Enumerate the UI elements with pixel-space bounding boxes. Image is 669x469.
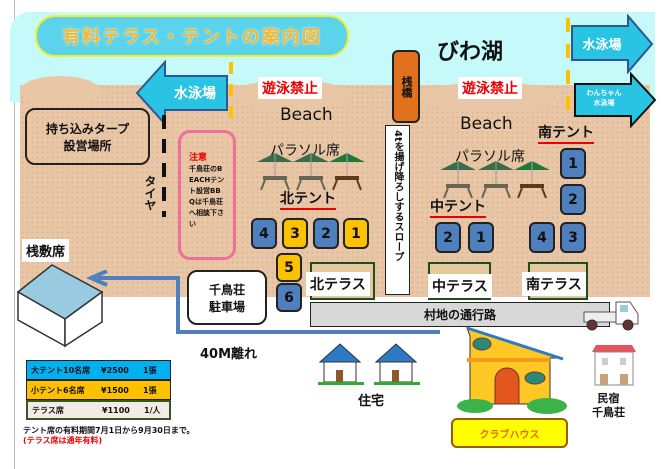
- north-tent-3[interactable]: 3: [282, 218, 308, 249]
- distance-label: 40M離れ: [200, 347, 258, 362]
- price-unit: 1張: [143, 385, 157, 395]
- parasol-icon: [257, 153, 293, 191]
- houses-label: 住宅: [358, 394, 385, 409]
- price-unit: 1張: [143, 365, 157, 375]
- north-terrace-label: 北テラス: [306, 272, 370, 296]
- minshuku-label: 民宿 千鳥荘: [592, 392, 625, 420]
- price-name: 大テント10名席: [31, 365, 91, 375]
- buoy-line-right: [566, 18, 570, 112]
- north-tent-label: 北テント: [280, 188, 336, 210]
- note-terrace: (テラス席は通年有料): [23, 436, 103, 445]
- caution-heading: 注意: [189, 153, 208, 163]
- route-arrow: [86, 270, 440, 334]
- beach-label-left: Beach: [280, 105, 333, 125]
- north-tent-5[interactable]: 5: [276, 253, 302, 282]
- clubhouse-button[interactable]: クラブハウス: [451, 418, 568, 448]
- dog-swim-area-arrow: [574, 72, 657, 128]
- page-title: 有料テラス・テントの案内図: [35, 15, 349, 57]
- minshuku-building-icon: [592, 345, 636, 386]
- note-period: テント席の有料期間7月1日から9月30日まで。: [23, 426, 195, 435]
- caution-body: 千鳥荘のBEACHテント設営BBQは千鳥荘へ相談下さい: [189, 165, 225, 228]
- tire-label: タイヤ: [143, 175, 157, 211]
- parasol-icon: [478, 161, 514, 199]
- beach-label-right: Beach: [460, 114, 513, 134]
- tarp-label-1: 持ち込みタープ: [45, 121, 130, 136]
- parking-label-1: 千鳥荘: [208, 282, 245, 297]
- south-tent-label: 南テント: [538, 122, 594, 144]
- minshuku-label-2: 千鳥荘: [592, 406, 625, 419]
- dog-label-1: わんちゃん: [586, 89, 622, 97]
- swim-area-left-label: 水泳場: [174, 86, 216, 102]
- parasol-icon: [329, 153, 365, 191]
- parking-label-2: 駐車場: [208, 299, 245, 314]
- no-swimming-right: 遊泳禁止: [458, 77, 522, 99]
- caution-box: 注意 千鳥荘のBEACHテント設営BBQは千鳥荘へ相談下さい: [178, 130, 236, 260]
- north-tent-4[interactable]: 4: [251, 218, 277, 249]
- parasol-tables-right: [440, 161, 550, 199]
- sajiki-building-icon: [16, 264, 104, 348]
- houses-icon: [318, 343, 420, 385]
- tire-line: [162, 115, 166, 217]
- lake-name: びわ湖: [437, 40, 504, 65]
- price-value: ¥1500: [101, 385, 129, 395]
- middle-tent-2[interactable]: 2: [435, 222, 461, 253]
- swim-area-right-label: 水泳場: [582, 37, 622, 53]
- south-terrace-label: 南テラス: [522, 272, 586, 296]
- south-tent-4[interactable]: 4: [529, 222, 555, 253]
- parasol-label-right: パラソル席: [455, 149, 525, 165]
- price-value: ¥2500: [101, 365, 129, 375]
- road: 村地の通行路: [310, 302, 610, 327]
- middle-terrace-label: 中テラス: [428, 274, 492, 298]
- price-row: 小テント6名席 ¥1500 1張: [26, 380, 171, 400]
- slope-label: 4tを揚げ降ろしするスロープ: [385, 125, 410, 295]
- parasol-tables-left: [257, 153, 365, 191]
- north-tent-2[interactable]: 2: [313, 218, 339, 249]
- swim-area-right-arrow: [571, 14, 654, 74]
- north-tent-6[interactable]: 6: [276, 283, 302, 312]
- price-value: ¥1100: [102, 405, 130, 415]
- parasol-icon: [440, 161, 476, 199]
- no-swimming-left: 遊泳禁止: [258, 77, 322, 99]
- dog-label-2: 水泳場: [593, 99, 615, 107]
- south-tent-3[interactable]: 3: [560, 222, 586, 253]
- parking-box: 千鳥荘 駐車場: [187, 270, 267, 325]
- sand-wave: [20, 76, 100, 106]
- price-row: 大テント10名席 ¥2500 1張: [26, 360, 171, 380]
- south-tent-2[interactable]: 2: [560, 184, 586, 215]
- dog-swim-area-label: わんちゃん 水泳場: [575, 88, 633, 108]
- tarp-area: 持ち込みタープ 設営場所: [25, 108, 150, 165]
- truck-icon: [583, 301, 639, 331]
- page-margin-line: [14, 0, 15, 469]
- parasol-label-left: パラソル席: [270, 143, 340, 159]
- clubhouse-icon: [457, 326, 567, 414]
- sand-area: [20, 85, 650, 297]
- south-tent-1[interactable]: 1: [560, 148, 586, 179]
- price-row: テラス席 ¥1100 1/人: [26, 400, 171, 420]
- middle-tent-1[interactable]: 1: [468, 222, 494, 253]
- tarp-label-2: 設営場所: [63, 138, 112, 153]
- price-table: 大テント10名席 ¥2500 1張 小テント6名席 ¥1500 1張 テラス席 ¥1100…: [26, 360, 171, 420]
- parasol-icon: [514, 161, 550, 199]
- buoy-line-left: [229, 62, 233, 122]
- sajiki-label: 桟敷席: [22, 239, 70, 262]
- parasol-icon: [293, 153, 329, 191]
- price-name: テラス席: [32, 405, 64, 415]
- minshuku-label-1: 民宿: [597, 392, 620, 405]
- middle-tent-label: 中テント: [430, 196, 486, 218]
- price-name: 小テント6名席: [31, 385, 85, 395]
- pier: 桟橋: [392, 50, 420, 123]
- north-tent-1[interactable]: 1: [343, 218, 369, 249]
- price-unit: 1/人: [144, 405, 161, 415]
